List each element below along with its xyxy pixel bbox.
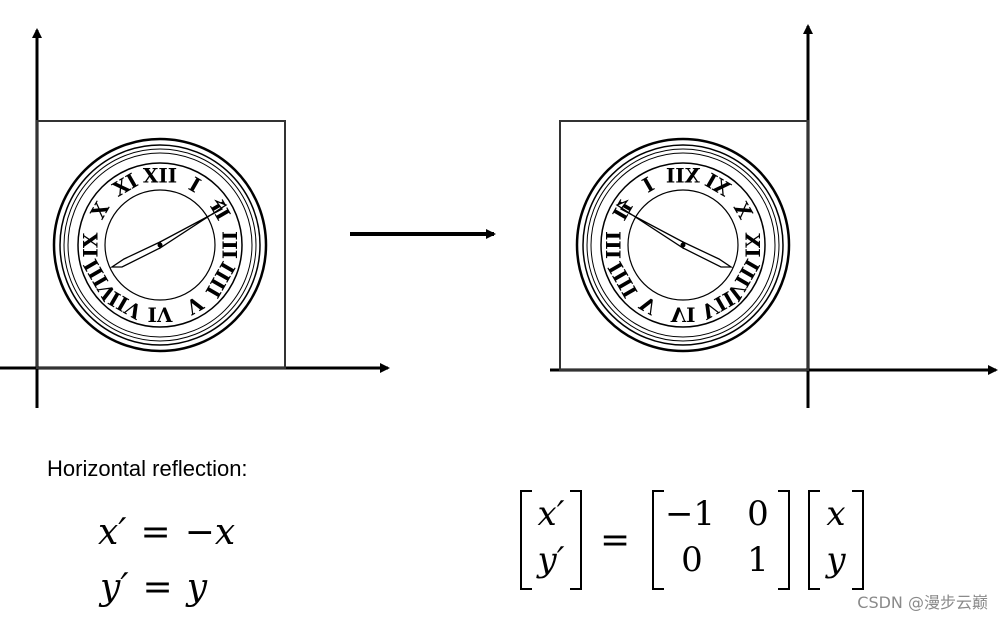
- vector-cell: x: [826, 494, 846, 534]
- clock-numeral: IIII: [200, 258, 239, 302]
- watermark: CSDN @漫步云巅: [857, 593, 988, 612]
- clock-numeral: XII: [666, 164, 700, 188]
- transform-matrix: −1 0 0 1: [652, 490, 790, 590]
- bracket-right: [570, 490, 582, 590]
- matrix-cell: 0: [681, 540, 703, 580]
- clock-numeral: IX: [741, 232, 765, 257]
- clock-ring: [77, 162, 243, 328]
- hour-hand: [682, 240, 734, 268]
- caption: Horizontal reflection:: [47, 456, 248, 481]
- clock-ring: [104, 189, 216, 301]
- bracket-left: [520, 490, 532, 590]
- vector-cell: y: [826, 540, 846, 580]
- clock-ring: [575, 137, 791, 353]
- clock-numeral: III: [602, 231, 626, 259]
- clock-ring: [582, 144, 784, 346]
- clock-numeral: III: [218, 231, 242, 259]
- vector-cell: y′: [537, 540, 565, 580]
- equals-sign: =: [142, 567, 173, 608]
- vector-cell: x′: [537, 494, 565, 534]
- bracket-left: [652, 490, 664, 590]
- clock-ring: [586, 148, 780, 342]
- equation-x: x′ = −x: [98, 512, 235, 553]
- matrix-cell: 0: [747, 494, 769, 534]
- original-clock: XIIIIIIIIIIIIVVIVIIVIIIIXXXI: [52, 137, 268, 353]
- clock-numeral: V: [182, 290, 209, 319]
- clock-ring: [627, 189, 739, 301]
- clock-numeral: IX: [79, 232, 103, 257]
- clock-numeral: X: [86, 197, 115, 223]
- input-vector: x y: [808, 490, 864, 590]
- clock-numeral: I: [638, 172, 658, 197]
- clock-ring: [590, 152, 776, 338]
- bracket-left: [808, 490, 820, 590]
- hour-hand: [109, 240, 161, 268]
- clock-numeral: XII: [143, 164, 177, 188]
- clock-center: [680, 242, 686, 248]
- clock-numeral: V: [635, 290, 662, 319]
- right-frame: [559, 120, 809, 371]
- matrix-cell: −1: [664, 494, 716, 534]
- clock-ring: [52, 137, 268, 353]
- clock-numeral: I: [185, 172, 205, 197]
- clock-ring: [63, 148, 257, 342]
- clock-ring: [600, 162, 766, 328]
- y-prime: y′: [100, 567, 129, 608]
- matrix-equals: =: [600, 520, 631, 561]
- left-frame: [36, 120, 286, 369]
- clock-numeral: X: [729, 197, 758, 223]
- bracket-right: [852, 490, 864, 590]
- clock-numeral: XI: [701, 168, 735, 201]
- clock-numeral: VI: [148, 303, 174, 327]
- clock-numeral: IIII: [603, 258, 642, 302]
- clock-center: [157, 242, 163, 248]
- clock-ring: [59, 144, 261, 346]
- result-vector: x′ y′: [520, 490, 582, 590]
- x-prime: x′: [98, 512, 127, 553]
- reflected-clock: XIIIIIIIIIIIIVVIVIIVIIIIXXXI: [575, 137, 791, 353]
- y-value: y: [186, 567, 208, 608]
- clock-numeral: VI: [670, 303, 696, 327]
- clock-numeral: XI: [108, 168, 142, 201]
- bracket-right: [778, 490, 790, 590]
- reflection-diagram: XIIIIIIIIIIIIVVIVIIVIIIIXXXI XIIIIIIIIII…: [0, 24, 998, 408]
- equation-y: y′ = y: [100, 567, 207, 608]
- equals-sign: =: [140, 512, 171, 553]
- clock-ring: [67, 152, 253, 338]
- matrix-cell: 1: [747, 540, 769, 580]
- neg-x: −x: [184, 512, 236, 553]
